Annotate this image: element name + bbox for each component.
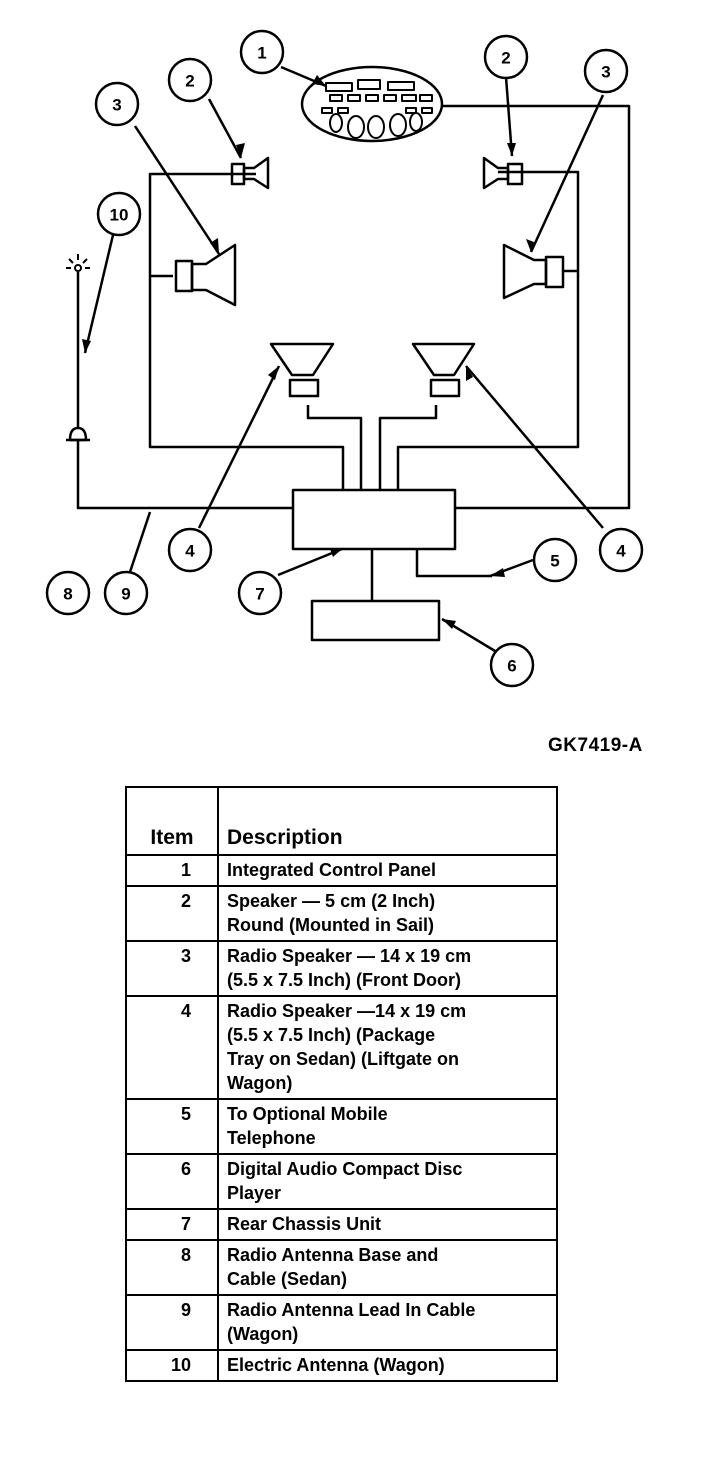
callout-4-right: 4 bbox=[616, 542, 626, 561]
item-number: 4 bbox=[125, 995, 219, 1100]
description-line: Electric Antenna (Wagon) bbox=[227, 1355, 445, 1375]
description-line: Tray on Sedan) (Liftgate on bbox=[227, 1049, 460, 1069]
figure-code: GK7419-A bbox=[548, 735, 643, 756]
item-description: Electric Antenna (Wagon) bbox=[217, 1349, 558, 1382]
description-line: Digital Audio Compact Disc bbox=[227, 1159, 463, 1179]
callout-9: 9 bbox=[121, 585, 130, 604]
item-number: 6 bbox=[125, 1153, 219, 1210]
description-line: Radio Speaker —14 x 19 cm bbox=[227, 1001, 467, 1021]
description-line: (Wagon) bbox=[227, 1324, 299, 1344]
leader-lines bbox=[83, 65, 605, 653]
item-description: Radio Speaker —14 x 19 cm (5.5 x 7.5 Inch… bbox=[217, 995, 558, 1100]
description-line: Round (Mounted in Sail) bbox=[227, 915, 434, 935]
description-line: Player bbox=[227, 1183, 282, 1203]
item-description: Radio Antenna Lead In Cable (Wagon) bbox=[217, 1294, 558, 1351]
callout-10: 10 bbox=[110, 206, 129, 225]
cd-player bbox=[310, 599, 441, 642]
table-row: 7 Rear Chassis Unit bbox=[125, 1208, 558, 1241]
item-number: 8 bbox=[125, 1239, 219, 1296]
table-row: 2 Speaker — 5 cm (2 Inch) Round (Mounted i… bbox=[125, 885, 558, 942]
item-description: Integrated Control Panel bbox=[217, 854, 558, 887]
item-number: 7 bbox=[125, 1208, 219, 1241]
table-row: 10 Electric Antenna (Wagon) bbox=[125, 1349, 558, 1382]
table-row: 4 Radio Speaker —14 x 19 cm (5.5 x 7.5 Inc… bbox=[125, 995, 558, 1100]
speaker-rear-left bbox=[269, 342, 335, 398]
callout-7: 7 bbox=[255, 585, 264, 604]
parts-legend-table: Item Description 1 Integrated Control Pan… bbox=[125, 786, 558, 1382]
item-description: Speaker — 5 cm (2 Inch) Round (Mounted in… bbox=[217, 885, 558, 942]
callout-3-right: 3 bbox=[601, 63, 610, 82]
speaker-rear-right bbox=[411, 342, 476, 398]
callout-5: 5 bbox=[550, 552, 559, 571]
callout-6: 6 bbox=[507, 657, 516, 676]
callout-8: 8 bbox=[63, 585, 72, 604]
description-line: (5.5 x 7.5 Inch) (Front Door) bbox=[227, 970, 462, 990]
description-line: To Optional Mobile bbox=[227, 1104, 388, 1124]
integrated-control-panel bbox=[300, 65, 444, 143]
description-line: Radio Antenna Lead In Cable bbox=[227, 1300, 476, 1320]
item-number: 5 bbox=[125, 1098, 219, 1155]
callout-circles bbox=[45, 29, 644, 688]
description-line: Rear Chassis Unit bbox=[227, 1214, 382, 1234]
table-row: 1 Integrated Control Panel bbox=[125, 854, 558, 887]
item-number: 2 bbox=[125, 885, 219, 942]
item-description: Rear Chassis Unit bbox=[217, 1208, 558, 1241]
item-number: 1 bbox=[125, 854, 219, 887]
description-line: Integrated Control Panel bbox=[227, 860, 437, 880]
callout-4-left: 4 bbox=[185, 542, 195, 561]
audio-system-diagram: 1 2 2 3 3 4 4 5 6 7 8 9 10 bbox=[45, 29, 644, 688]
rear-chassis-unit bbox=[291, 488, 457, 551]
item-number: 9 bbox=[125, 1294, 219, 1351]
description-line: Cable (Sedan) bbox=[227, 1269, 348, 1289]
description-line: Radio Antenna Base and bbox=[227, 1245, 439, 1265]
speaker-sail-right bbox=[482, 156, 524, 190]
callout-1: 1 bbox=[257, 44, 266, 63]
callout-2-left: 2 bbox=[185, 72, 194, 91]
description-line: Wagon) bbox=[227, 1073, 293, 1093]
speaker-front-door-left bbox=[174, 243, 237, 307]
table-row: 3 Radio Speaker — 14 x 19 cm (5.5 x 7.5 In… bbox=[125, 940, 558, 997]
description-line: Speaker — 5 cm (2 Inch) bbox=[227, 891, 436, 911]
callout-2-right: 2 bbox=[501, 49, 510, 68]
wiring bbox=[76, 104, 631, 601]
description-line: Radio Speaker — 14 x 19 cm bbox=[227, 946, 472, 966]
description-line: Telephone bbox=[227, 1128, 316, 1148]
electric-antenna bbox=[66, 254, 90, 442]
table-header-row: Item Description bbox=[125, 786, 558, 856]
item-description: Radio Speaker — 14 x 19 cm (5.5 x 7.5 Inc… bbox=[217, 940, 558, 997]
item-number: 10 bbox=[125, 1349, 219, 1382]
description-line: (5.5 x 7.5 Inch) (Package bbox=[227, 1025, 436, 1045]
item-column-header: Item bbox=[125, 786, 219, 856]
item-number: 3 bbox=[125, 940, 219, 997]
description-column-header: Description bbox=[217, 786, 558, 856]
callout-3-left: 3 bbox=[112, 96, 121, 115]
speaker-sail-left bbox=[230, 156, 270, 190]
arrowheads bbox=[82, 75, 534, 629]
speaker-front-door-right bbox=[502, 243, 565, 300]
table-row: 9 Radio Antenna Lead In Cable (Wagon) bbox=[125, 1294, 558, 1351]
